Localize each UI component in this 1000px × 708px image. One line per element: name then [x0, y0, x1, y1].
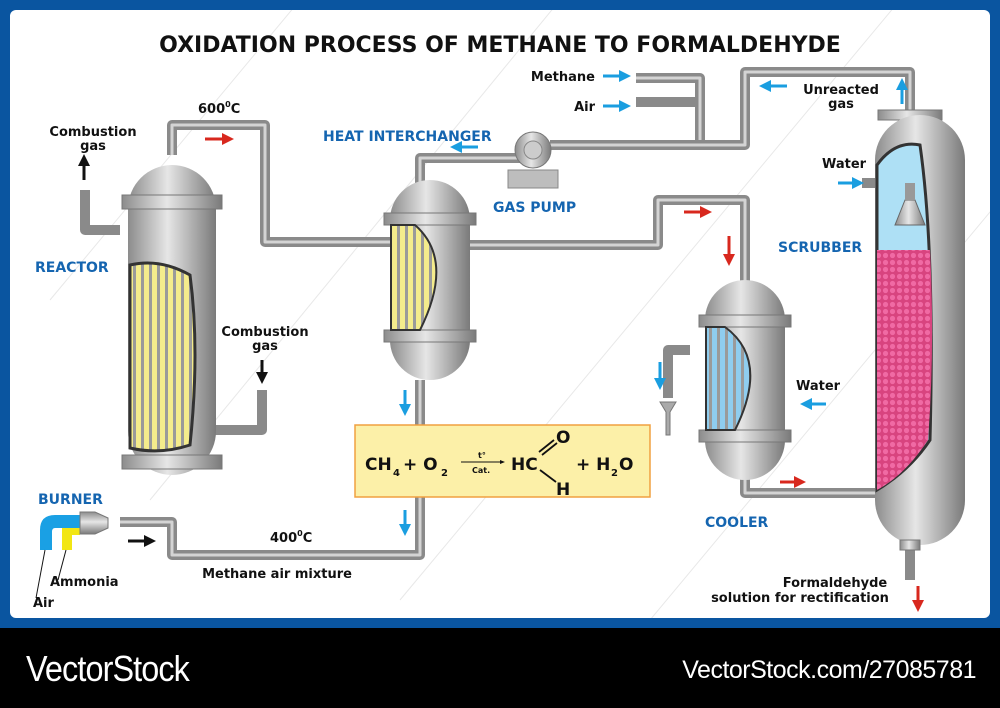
diagram-title: OXIDATION PROCESS OF METHANE TO FORMALDE…	[159, 33, 841, 58]
scrubber-vessel	[875, 109, 965, 551]
label-gas-pump: GAS PUMP	[493, 200, 576, 216]
svg-text:gas: gas	[252, 339, 278, 354]
eq-formaldehyde: HC	[511, 455, 538, 475]
gas-pump	[507, 131, 559, 189]
label-air-burner: Air	[33, 596, 55, 611]
reaction-equation: CH 4 + O 2 t° Cat. HC O H + H 2 O	[354, 424, 651, 500]
svg-text:t°: t°	[478, 451, 486, 460]
svg-text:gas: gas	[828, 97, 854, 112]
eq-ch4: CH	[365, 455, 392, 475]
svg-text:O: O	[619, 455, 633, 475]
eq-water: + H	[576, 455, 610, 475]
flow-arrows	[78, 70, 924, 612]
label-burner: BURNER	[38, 492, 103, 508]
svg-text:2: 2	[611, 468, 618, 479]
label-unreacted-gas: Unreacted	[803, 83, 879, 98]
label-combustion-gas-out: Combustion	[49, 125, 136, 140]
label-methane-air-mixture: Methane air mixture	[202, 567, 352, 582]
watermark	[49, 10, 990, 618]
svg-text:O: O	[556, 428, 570, 448]
label-water-cooler: Water	[796, 379, 841, 394]
label-ammonia: Ammonia	[50, 575, 119, 590]
label-water-scrubber: Water	[822, 157, 867, 172]
svg-text:H: H	[556, 480, 570, 500]
reactor-vessel	[121, 165, 223, 475]
footer-url: VectorStock.com/27085781	[682, 656, 976, 684]
heat-interchanger-vessel	[383, 180, 477, 380]
eq-o2: + O	[403, 455, 438, 475]
svg-text:solution for rectification: solution for rectification	[711, 591, 889, 606]
label-air-in: Air	[574, 100, 596, 115]
burner	[35, 511, 109, 599]
label-cooler: COOLER	[705, 515, 769, 531]
temp-400: 4000C	[270, 529, 312, 546]
svg-text:2: 2	[441, 468, 448, 479]
diagram-panel: CH 4 + O 2 t° Cat. HC O H + H 2 O OXIDAT…	[10, 10, 990, 618]
footer-bar: VectorStock VectorStock.com/27085781	[0, 628, 1000, 708]
svg-text:4: 4	[393, 468, 400, 479]
label-methane-in: Methane	[531, 70, 595, 85]
temp-600: 6000C	[198, 100, 240, 117]
footer-brand: VectorStock	[26, 648, 190, 689]
cooler-vessel	[659, 280, 792, 480]
svg-text:gas: gas	[80, 139, 106, 154]
label-scrubber: SCRUBBER	[778, 240, 862, 256]
label-combustion-gas-in: Combustion	[221, 325, 308, 340]
process-diagram: CH 4 + O 2 t° Cat. HC O H + H 2 O OXIDAT…	[33, 10, 990, 618]
label-heat-interchanger: HEAT INTERCHANGER	[323, 129, 492, 145]
label-formaldehyde-out: Formaldehyde	[783, 576, 888, 591]
svg-text:Cat.: Cat.	[472, 466, 490, 475]
label-reactor: REACTOR	[35, 260, 109, 276]
